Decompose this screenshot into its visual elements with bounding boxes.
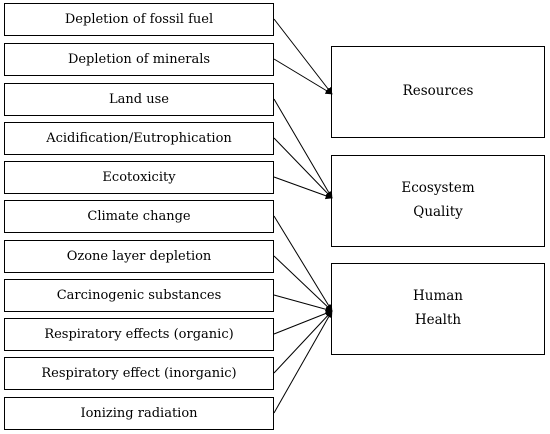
damage-category-human-health: Human Health [331,263,545,355]
link-arrow-7 [273,255,333,312]
link-arrow-11 [273,310,333,414]
impact-category-label: Depletion of fossil fuel [64,12,214,27]
damage-category-label: Resources [402,83,474,100]
link-arrow-10 [273,310,333,374]
impact-category-5: Ecotoxicity [4,161,274,194]
link-arrow-2 [273,58,333,95]
damage-category-label: Human [412,288,463,305]
damage-category-resources: Resources [331,46,545,138]
impact-category-label: Depletion of minerals [67,52,211,67]
impact-category-label: Land use [109,92,169,107]
impact-category-10: Respiratory effect (inorganic) [4,357,274,390]
link-arrows [273,18,333,414]
impact-category-11: Ionizing radiation [4,397,274,430]
impact-category-label: Respiratory effects (organic) [44,327,234,342]
link-arrow-9 [273,310,333,335]
link-arrow-8 [273,294,333,313]
impact-category-label: Acidification/Eutrophication [46,131,232,146]
impact-category-1: Depletion of fossil fuel [4,3,274,36]
link-arrow-6 [273,215,333,312]
impact-category-label: Ozone layer depletion [66,249,212,264]
impact-category-label: Ionizing radiation [80,406,198,421]
damage-category-label: Quality [413,204,463,220]
link-arrow-1 [273,18,333,95]
damage-category-label: Ecosystem [401,180,475,197]
impact-category-9: Respiratory effects (organic) [4,318,274,351]
impact-category-6: Climate change [4,200,274,233]
link-arrow-4 [273,137,333,199]
link-arrow-3 [273,98,333,199]
impact-category-8: Carcinogenic substances [4,279,274,312]
link-arrow-5 [273,176,333,200]
impact-category-2: Depletion of minerals [4,43,274,76]
impact-category-label: Carcinogenic substances [56,288,222,303]
damage-category-label: Health [414,312,462,328]
impact-category-label: Climate change [87,209,191,224]
impact-category-3: Land use [4,83,274,116]
impact-category-label: Ecotoxicity [102,170,176,185]
impact-category-7: Ozone layer depletion [4,240,274,273]
impact-category-label: Respiratory effect (inorganic) [41,366,237,381]
impact-category-4: Acidification/Eutrophication [4,122,274,155]
damage-category-ecosystem-quality: Ecosystem Quality [331,155,545,247]
